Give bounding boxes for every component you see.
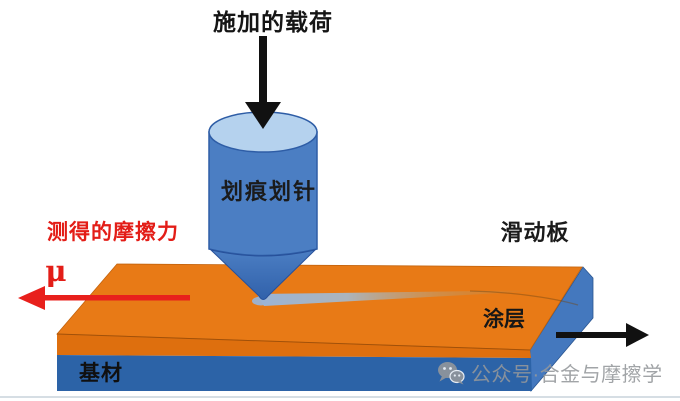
slab-front-edge [56,333,531,351]
sliding-direction-arrow [556,323,649,347]
substrate-front-face [57,355,532,391]
coating-front-face [57,334,531,358]
applied-load-label: 施加的载荷 [213,9,333,35]
scratch-groove [257,290,556,306]
friction-force-arrow [18,286,190,310]
mu-symbol: μ [45,254,67,288]
sliding-plate-label: 滑动板 [500,220,570,245]
page-divider-line [0,396,680,398]
watermark-text: 公众号·合金与摩擦学 [471,364,663,386]
stylus-label: 划痕划针 [220,179,318,204]
stylus-cone-tip [209,249,317,300]
substrate-label: 基材 [79,362,123,385]
coating-label: 涂层 [483,308,525,331]
watermark: 公众号·合金与摩擦学 [437,358,663,387]
wechat-icon [438,361,465,384]
scratch-track-line [469,290,579,306]
friction-force-label: 测得的摩擦力 [47,221,179,244]
applied-load-arrow [245,36,281,129]
